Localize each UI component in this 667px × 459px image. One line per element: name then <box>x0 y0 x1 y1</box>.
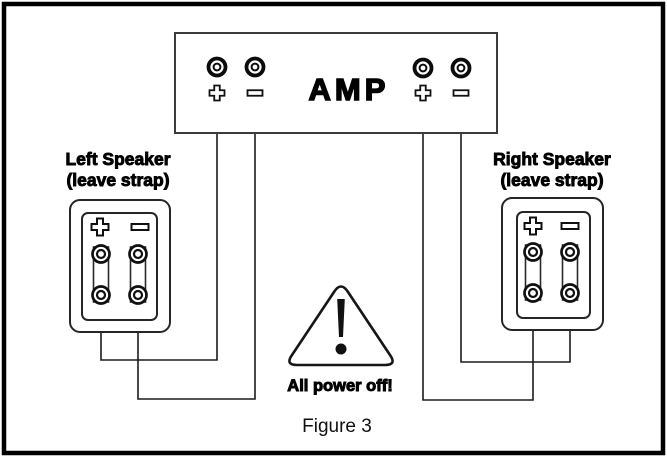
right-speaker-minus-top-terminal-center <box>564 246 576 258</box>
exclamation-bar <box>337 299 345 337</box>
right-speaker-minus-bottom-terminal-center <box>564 287 576 299</box>
right-speaker-terminals <box>523 242 580 303</box>
right-speaker-plus-top-terminal <box>523 242 543 262</box>
amp-left-plus-terminal-center <box>212 62 222 72</box>
left-speaker-plus-symbol <box>90 217 110 237</box>
right-speaker-plus-bottom-terminal <box>523 283 543 303</box>
exclamation-dot <box>335 343 347 355</box>
warning: All power off! <box>287 285 394 396</box>
left-speaker-minus-bottom-terminal <box>128 285 148 305</box>
amp-terminals <box>206 56 472 79</box>
right-speaker-minus-symbol <box>560 222 580 230</box>
warning-text: All power off! <box>287 377 392 395</box>
amp-right-plus-terminal-center <box>418 63 428 73</box>
left-speaker-minus-bottom-terminal-center <box>132 289 144 301</box>
left-speaker-plus-bottom-terminal <box>91 285 111 305</box>
amp-label: AMP <box>309 72 390 107</box>
left-speaker-terminals <box>91 244 148 305</box>
figure-caption: Figure 3 <box>302 416 372 437</box>
amp-right-minus-symbol <box>452 89 470 97</box>
left-speaker-title: Left Speaker <box>65 149 170 169</box>
left-speaker-plus-bottom-terminal-center <box>95 289 107 301</box>
right-speaker-minus-bottom-terminal <box>560 283 580 303</box>
left-speaker-minus-symbol <box>130 223 150 231</box>
amp-right-minus-terminal <box>450 57 472 79</box>
right-speaker-plus-top-terminal-center <box>527 246 539 258</box>
right-speaker-title: Right Speaker <box>493 149 611 169</box>
amp-left-minus-terminal-center <box>250 62 260 72</box>
amp-right-plus-symbol <box>414 84 432 102</box>
left-speaker-subtitle: (leave strap) <box>66 170 169 190</box>
amp-right-plus-terminal <box>412 57 434 79</box>
amp-left-plus-terminal <box>206 56 228 78</box>
left-speaker-minus-top-terminal-center <box>132 248 144 260</box>
left-speaker-plus-top-terminal <box>91 244 111 264</box>
left-speaker: Left Speaker (leave strap) <box>65 149 171 333</box>
left-speaker-minus-top-terminal <box>128 244 148 264</box>
right-speaker: Right Speaker (leave strap) <box>493 149 611 331</box>
right-speaker-plus-bottom-terminal-center <box>527 287 539 299</box>
right-speaker-minus-top-terminal <box>560 242 580 262</box>
amp-right-minus-terminal-center <box>456 63 466 73</box>
amp: AMP <box>174 32 498 134</box>
right-speaker-subtitle: (leave strap) <box>500 170 603 190</box>
amp-left-minus-symbol <box>246 89 264 97</box>
amp-box <box>174 32 498 134</box>
amp-left-minus-terminal <box>244 56 266 78</box>
amp-left-plus-symbol <box>208 84 226 102</box>
right-speaker-plus-symbol <box>523 216 543 236</box>
left-speaker-plus-top-terminal-center <box>95 248 107 260</box>
